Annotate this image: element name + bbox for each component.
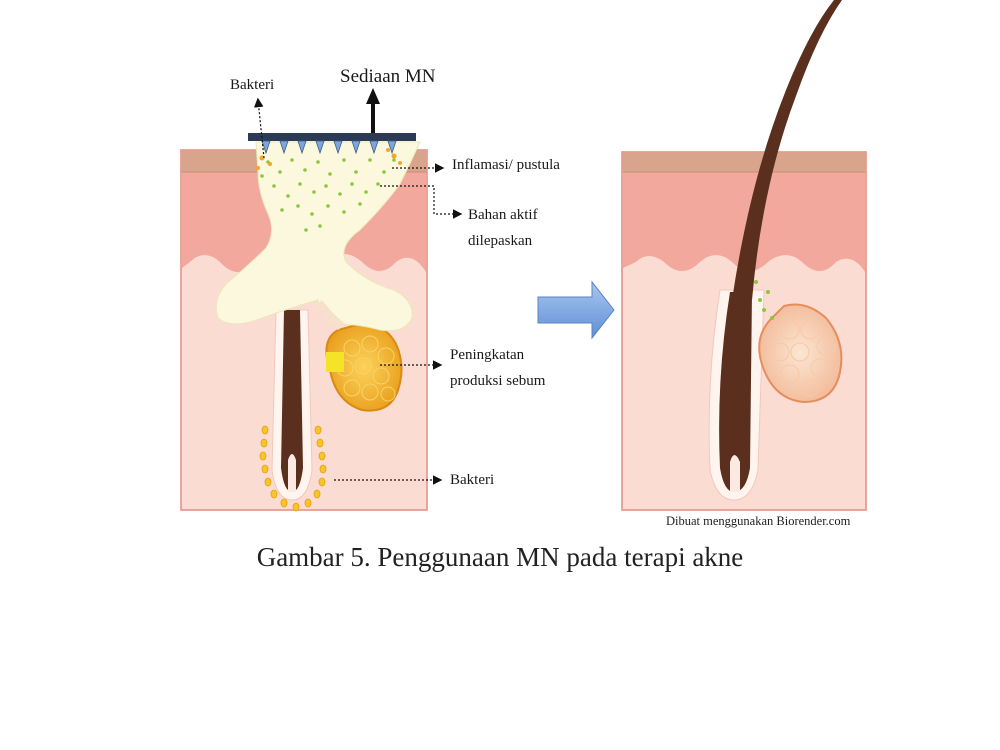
sebaceous-gland-left xyxy=(325,322,403,412)
label-sebum: Peningkatan produksi sebum xyxy=(450,342,545,394)
label-sebum-line1: Peningkatan xyxy=(450,347,525,363)
label-mn-preparation: Sediaan MN xyxy=(340,66,436,87)
credit-text: Dibuat menggunakan Biorender.com xyxy=(666,514,851,528)
microneedle-patch xyxy=(248,133,416,155)
hair-follicle-right xyxy=(708,289,765,501)
leader-lines xyxy=(253,97,463,485)
mn-upward-arrow xyxy=(366,88,380,133)
pustule-spots xyxy=(256,148,402,170)
hair-follicle-left xyxy=(271,309,313,501)
active-ingredient-dots xyxy=(260,158,396,232)
label-active-ingredient-line1: Bahan aktif xyxy=(468,207,538,223)
figure-caption: Gambar 5. Penggunaan MN pada terapi akne xyxy=(256,542,744,572)
bacteria-cluster-bottom xyxy=(259,425,327,512)
transition-arrow xyxy=(537,280,615,340)
label-bacteria-top: Bakteri xyxy=(230,77,275,93)
label-sebum-line2: produksi sebum xyxy=(450,373,546,389)
label-bacteria-bottom: Bakteri xyxy=(450,472,495,488)
label-active-ingredient: Bahan aktif dilepaskan xyxy=(468,202,538,254)
label-active-ingredient-line2: dilepaskan xyxy=(468,233,533,249)
label-inflammation: Inflamasi/ pustula xyxy=(452,157,560,173)
hair-shaft xyxy=(732,0,842,300)
sebaceous-gland-right xyxy=(754,280,843,404)
